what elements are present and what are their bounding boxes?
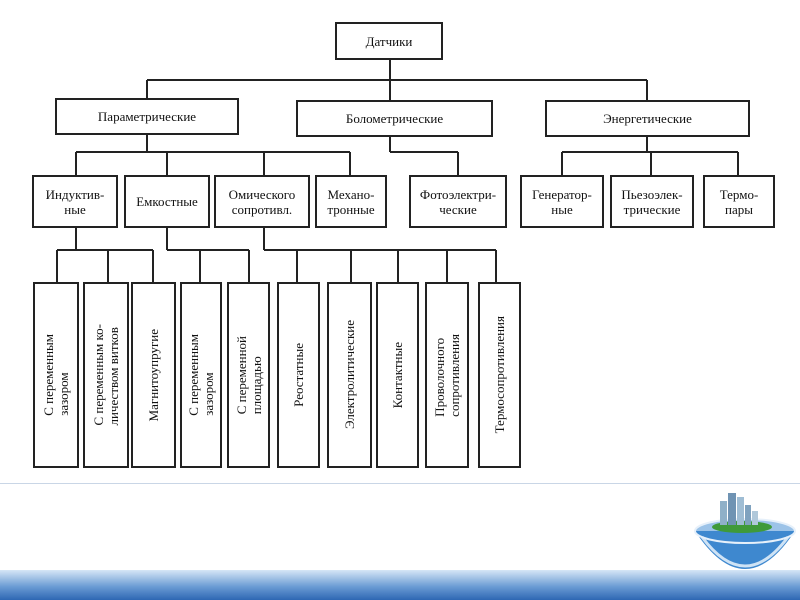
node-wire-resistance: Проволочного сопротивления <box>425 282 469 468</box>
node-electrolytic-label: Электролитические <box>342 320 357 430</box>
node-magnetoelastic-label: Магнитоупругие <box>146 328 161 422</box>
node-thermoresistors: Термосопротивления <box>478 282 521 468</box>
node-inductive-variable-turns: С переменным ко- личеством витков <box>83 282 129 468</box>
node-capacitive-variable-gap-label: С переменным зазором <box>186 334 216 416</box>
node-bolometric: Болометрические <box>296 100 493 137</box>
node-inductive-variable-gap-label: С переменным зазором <box>41 334 71 416</box>
node-generator: Генератор- ные <box>520 175 604 228</box>
node-thermoresistors-label: Термосопротивления <box>492 316 507 434</box>
node-capacitive-variable-gap: С переменным зазором <box>180 282 222 468</box>
node-contact: Контактные <box>376 282 419 468</box>
node-capacitive-variable-area-label: С переменной площадью <box>233 335 264 415</box>
node-magnetoelastic: Магнитоупругие <box>131 282 176 468</box>
node-inductive: Индуктив- ные <box>32 175 118 228</box>
node-capacitive-variable-area: С переменной площадью <box>227 282 270 468</box>
node-inductive-variable-turns-label: С переменным ко- личеством витков <box>91 324 121 426</box>
node-thermocouples: Термо- пары <box>703 175 775 228</box>
node-inductive-variable-gap: С переменным зазором <box>33 282 79 468</box>
node-mechanotronic: Механо- тронные <box>315 175 387 228</box>
node-root: Датчики <box>335 22 443 60</box>
node-piezoelectric: Пьезоэлек- трические <box>610 175 694 228</box>
node-electrolytic: Электролитические <box>327 282 372 468</box>
node-rheostatic-label: Реостатные <box>291 343 306 407</box>
node-photoelectric: Фотоэлектри- ческие <box>409 175 507 228</box>
node-energetic: Энергетические <box>545 100 750 137</box>
node-wire-resistance-label: Проволочного сопротивления <box>432 333 462 417</box>
node-rheostatic: Реостатные <box>277 282 320 468</box>
node-capacitive: Емкостные <box>124 175 210 228</box>
globe-city-logo-icon <box>694 493 796 569</box>
footer-bar <box>0 570 800 600</box>
node-parametric: Параметрические <box>55 98 239 135</box>
slide-separator <box>0 483 800 484</box>
node-ohmic: Омического сопротивл. <box>214 175 310 228</box>
node-contact-label: Контактные <box>390 341 405 409</box>
